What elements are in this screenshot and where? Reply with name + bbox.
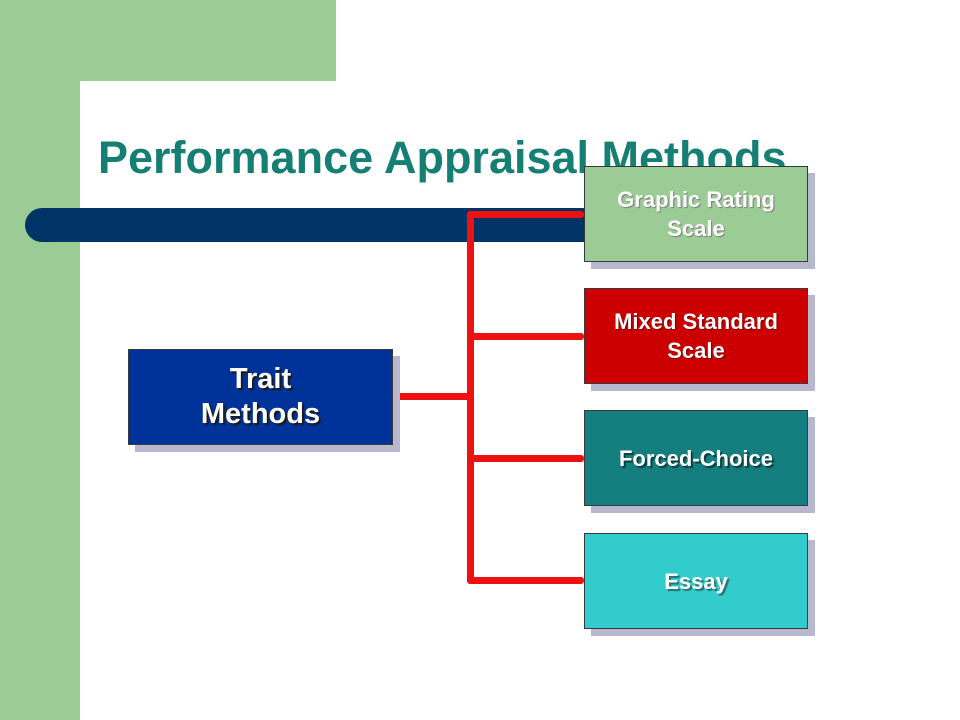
connector-branch-essay [467,577,584,584]
graphic-rating-scale-label: Graphic Rating Scale [617,187,775,241]
green-side-panel [0,0,80,720]
trait-methods-node: Trait Methods [128,349,393,445]
white-rounded-corner [80,81,180,181]
forced-choice-label: Forced-Choice [618,445,774,471]
mixed-standard-scale-label: Mixed Standard Scale [614,309,778,363]
connector-branch-graphic [467,211,584,218]
trait-methods-label: Trait Methods [200,363,321,430]
essay-node: Essay [584,533,808,629]
connector-root-horizontal [393,393,473,400]
connector-branch-forced [467,455,584,462]
essay-label: Essay [664,568,728,594]
connector-vertical-trunk [467,211,474,583]
connector-branch-mixed [467,333,584,340]
mixed-standard-scale-node: Mixed Standard Scale [584,288,808,384]
graphic-rating-scale-node: Graphic Rating Scale [584,166,808,262]
forced-choice-node: Forced-Choice [584,410,808,506]
